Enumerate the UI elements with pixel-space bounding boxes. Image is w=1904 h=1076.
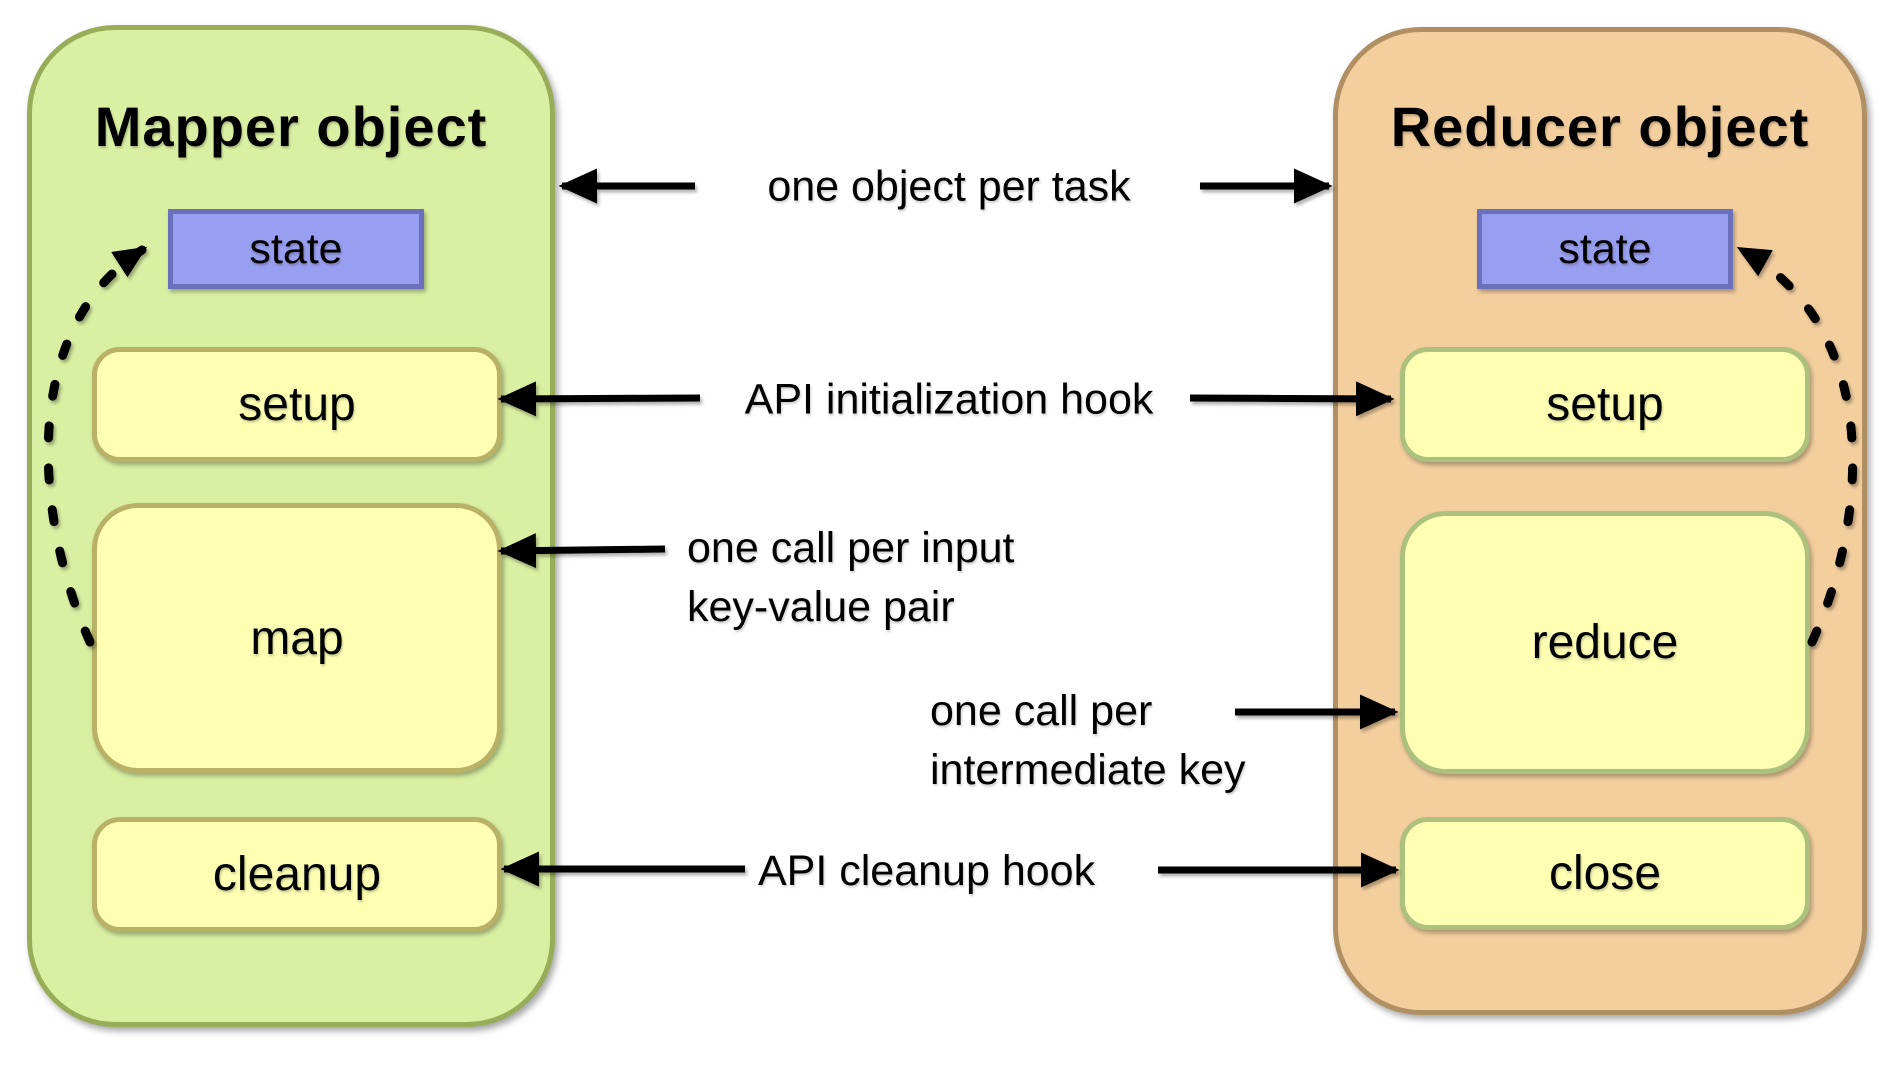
mapper-cleanup-box: cleanup (92, 817, 502, 932)
reducer-state-box: state (1477, 209, 1733, 289)
annotation-one-call-per-intermediate-key: one call per intermediate key (930, 687, 1246, 794)
mapper-map-label: map (250, 611, 344, 665)
mapper-state-label: state (249, 224, 343, 273)
reducer-reduce-box: reduce (1400, 511, 1810, 774)
reducer-object-container: Reducer object state setup reduce close (1333, 27, 1867, 1015)
annotation-api-initialization-hook: API initialization hook (744, 375, 1154, 424)
reducer-state-label: state (1558, 224, 1652, 273)
reducer-close-box: close (1400, 817, 1810, 930)
mapper-title: Mapper object (94, 95, 488, 158)
reducer-close-label: close (1548, 847, 1662, 900)
reducer-reduce-label: reduce (1531, 616, 1679, 669)
mapper-map-box: map (92, 503, 502, 773)
reducer-setup-label: setup (1546, 378, 1664, 431)
mapper-state-box: state (168, 209, 424, 289)
mapper-setup-label: setup (238, 378, 356, 431)
reducer-setup-box: setup (1400, 347, 1810, 462)
reducer-title: Reducer object (1390, 95, 1810, 158)
annotation-one-call-per-input: one call per input key-value pair (687, 524, 1015, 631)
mapper-object-container: Mapper object state setup map cleanup (27, 25, 555, 1027)
annotation-one-object-per-task: one object per task (767, 162, 1131, 211)
mapper-cleanup-label: cleanup (212, 848, 382, 901)
annotation-api-cleanup-hook: API cleanup hook (758, 847, 1096, 895)
mapper-setup-box: setup (92, 347, 502, 462)
